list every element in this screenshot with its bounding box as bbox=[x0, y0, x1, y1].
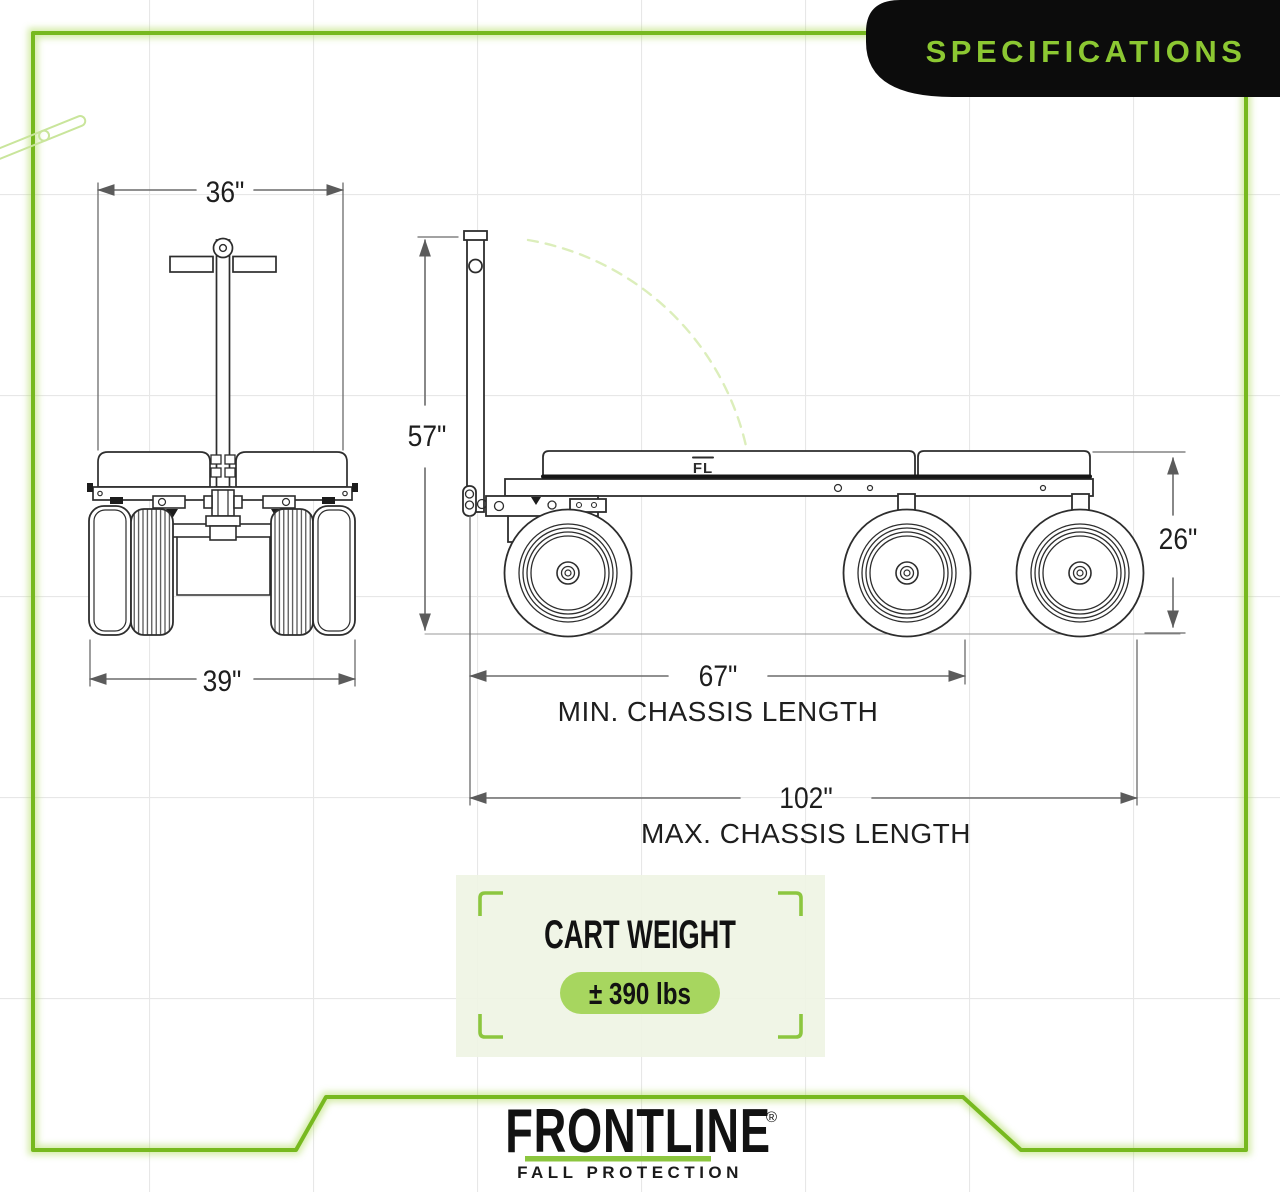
brand-underline bbox=[525, 1156, 711, 1162]
specifications-banner: SPECIFICATIONS bbox=[866, 0, 1280, 97]
dim-wheel-height bbox=[1092, 451, 1186, 634]
weight-panel-background bbox=[456, 875, 825, 1057]
dim-max-chassis bbox=[469, 639, 1138, 806]
brand-registered-mark: ® bbox=[766, 1109, 777, 1126]
dim-value-front-overall-width: 39" bbox=[203, 663, 242, 697]
cart-weight-panel: CART WEIGHT ± 390 lbs bbox=[456, 875, 825, 1057]
dim-front-top-width bbox=[97, 182, 344, 451]
cart-weight-title: CART WEIGHT bbox=[544, 913, 736, 957]
wheel-rear bbox=[1015, 508, 1145, 638]
frame-border bbox=[28, 28, 1251, 1155]
banner-shape bbox=[866, 0, 1280, 97]
brand-name: FRONTLINE bbox=[505, 1096, 770, 1166]
cart-weight-value: ± 390 lbs bbox=[589, 976, 691, 1011]
weight-panel-corner-brackets bbox=[478, 891, 803, 1039]
dim-label-max-chassis: MAX. CHASSIS LENGTH bbox=[641, 818, 971, 849]
bed-brand-mark: FL bbox=[692, 456, 714, 477]
dim-value-min-chassis: 67" bbox=[699, 658, 738, 692]
wheel-front bbox=[503, 508, 633, 638]
handle-position-lower bbox=[0, 115, 87, 217]
front-view: 36" bbox=[87, 174, 358, 697]
wheel-middle bbox=[842, 508, 972, 638]
dim-value-max-chassis: 102" bbox=[779, 780, 832, 814]
brand-tagline: FALL PROTECTION bbox=[517, 1163, 743, 1182]
dim-height bbox=[417, 236, 459, 631]
brand-logo: FRONTLINE ® FALL PROTECTION bbox=[505, 1096, 777, 1182]
dim-min-chassis bbox=[469, 515, 966, 806]
side-view: FL bbox=[0, 115, 1197, 849]
side-wheels bbox=[503, 508, 1145, 638]
side-handle bbox=[462, 230, 488, 517]
dim-value-front-top-width: 36" bbox=[206, 174, 245, 208]
dim-value-wheel-height: 26" bbox=[1159, 521, 1198, 555]
specifications-title: SPECIFICATIONS bbox=[926, 34, 1247, 69]
cart-weight-pill bbox=[560, 972, 720, 1014]
dim-label-min-chassis: MIN. CHASSIS LENGTH bbox=[558, 696, 879, 727]
dim-value-height: 57" bbox=[408, 418, 447, 452]
front-wheels bbox=[88, 505, 356, 636]
dim-front-overall-width bbox=[89, 639, 356, 687]
cart-bed bbox=[485, 450, 1094, 545]
bed-logo-text: FL bbox=[693, 460, 713, 477]
